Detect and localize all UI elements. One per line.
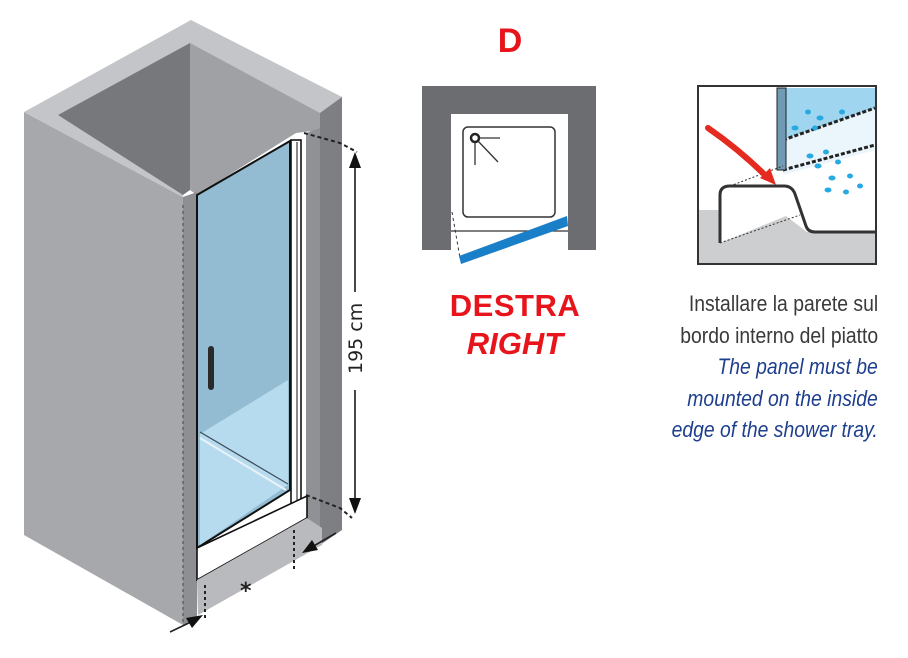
drain-line — [477, 140, 499, 163]
left-wall-front-face — [24, 112, 183, 625]
tray-edge-detail-view — [697, 85, 877, 265]
plan-wall — [422, 86, 596, 250]
hidden-line — [729, 165, 784, 187]
height-arrow-head-up — [349, 152, 361, 168]
plan-swing-guide — [451, 211, 461, 259]
right-wall-end — [320, 97, 342, 545]
inner-right-wall — [190, 43, 320, 195]
red-arrow-head — [760, 168, 776, 185]
red-arrow-icon — [705, 125, 771, 181]
instruction-line: mounted on the inside — [687, 385, 878, 411]
height-dimension-label: 195 cm — [345, 303, 367, 374]
tray-edge-line — [199, 431, 289, 485]
detail-profile — [776, 87, 787, 171]
width-arrow-right-line — [311, 532, 337, 548]
hinge-profile — [290, 139, 302, 513]
height-guide-bottom — [305, 494, 353, 519]
shower-tray-surface — [197, 518, 322, 615]
detail-tray-section — [718, 184, 875, 243]
orientation-label-english: RIGHT — [466, 326, 564, 361]
height-arrow-head-down — [349, 498, 361, 514]
instruction-line: Installare la parete sul — [688, 291, 878, 316]
width-arrow-right-head — [302, 540, 318, 553]
instruction-line: bordo interno del piatto — [680, 322, 878, 348]
right-wall-inner-edge — [306, 128, 320, 545]
seal-line — [782, 143, 876, 172]
seal-line — [782, 106, 876, 142]
glass-lower-reflection — [200, 380, 288, 545]
plan-door-panel — [459, 216, 568, 264]
door-handle — [208, 346, 214, 390]
inner-left-wall — [58, 43, 190, 195]
instruction-line: edge of the shower tray. — [671, 417, 878, 442]
detail-floor — [699, 210, 875, 263]
orientation-label-italian: DESTRA — [449, 288, 581, 323]
orientation-plan-view — [422, 86, 596, 264]
height-guide-top — [303, 132, 358, 153]
detail-glass-strip — [783, 108, 875, 175]
tray-edge-line — [199, 437, 287, 491]
water-drops-icon — [791, 109, 863, 195]
instruction-english: The panel must be mounted on the inside … — [672, 351, 878, 446]
left-jamb — [183, 192, 197, 625]
instruction-line: The panel must be — [717, 354, 878, 379]
width-marker: * — [240, 579, 252, 604]
detail-glass — [783, 88, 875, 140]
width-arrow-left-head — [186, 615, 203, 628]
orientation-code: D — [497, 22, 523, 60]
wall-top-surface — [24, 20, 342, 197]
shower-drain-icon — [469, 132, 481, 144]
instruction-italian: Installare la parete sul bordo interno d… — [680, 288, 878, 351]
